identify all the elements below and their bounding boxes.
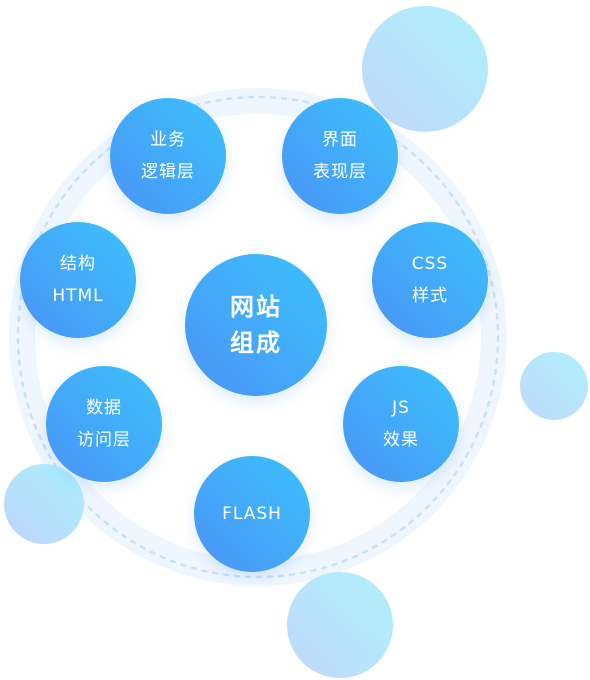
node-label-line1: CSS [411, 254, 449, 274]
node-label-line1: FLASH [222, 504, 282, 524]
node-label-line2: 访问层 [77, 430, 131, 450]
node-js-effects: JS 效果 [343, 366, 459, 482]
node-flash: FLASH [194, 456, 310, 572]
node-label-line2: 样式 [412, 286, 448, 306]
decor-circle-left [4, 464, 84, 544]
node-label-line2: 效果 [383, 430, 419, 450]
node-label-line1: 数据 [86, 398, 122, 418]
node-label-line2: 逻辑层 [141, 162, 195, 182]
node-business-logic-layer: 业务 逻辑层 [110, 98, 226, 214]
node-structure-html: 结构 HTML [20, 222, 136, 338]
node-label-line1: 界面 [322, 130, 358, 150]
node-label-line1: JS [392, 398, 410, 418]
inner-ring [9, 88, 507, 586]
node-data-access-layer: 数据 访问层 [46, 366, 162, 482]
center-label-line1: 网站 [230, 293, 282, 321]
outer-dashed-ring [16, 95, 500, 579]
node-label-line1: 业务 [150, 130, 186, 150]
decor-circle-bottom [287, 572, 393, 678]
decor-circle-top [362, 6, 488, 132]
node-presentation-layer: 界面 表现层 [282, 98, 398, 214]
center-label-line2: 组成 [230, 329, 282, 357]
decor-circle-right [520, 352, 588, 420]
node-css-style: CSS 样式 [372, 222, 488, 338]
node-label-line2: 表现层 [313, 162, 367, 182]
node-label-line2: HTML [52, 286, 104, 306]
node-label-line1: 结构 [60, 254, 96, 274]
center-node: 网站 组成 [185, 254, 327, 396]
